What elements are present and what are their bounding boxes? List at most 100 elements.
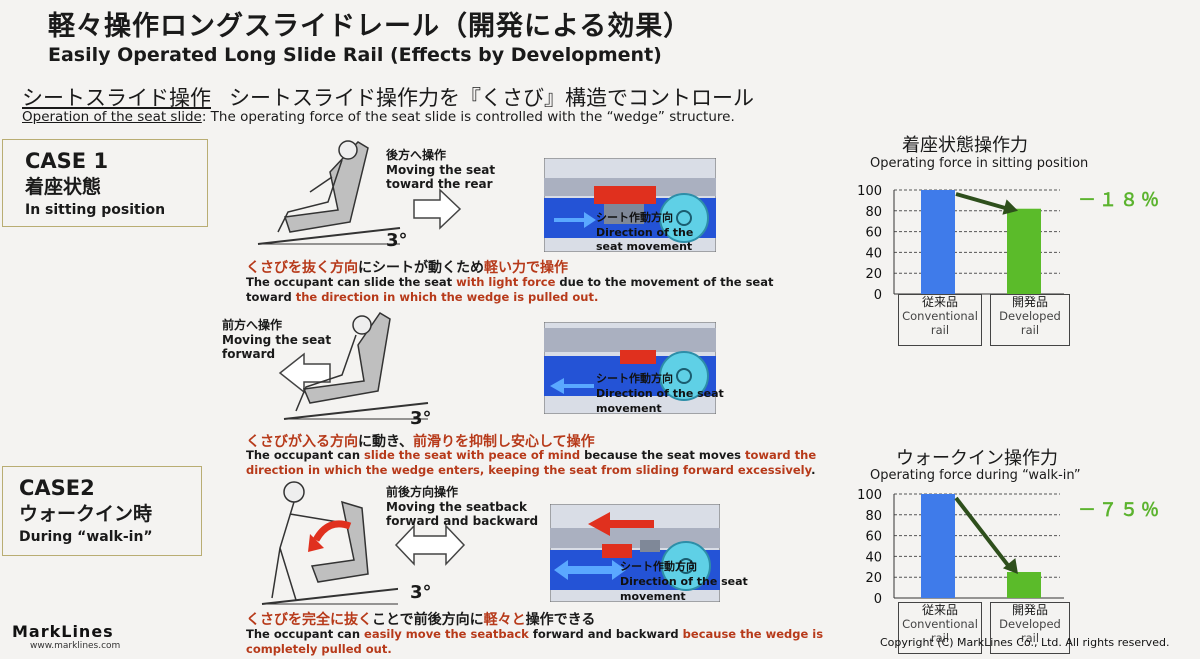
chart2-bar-0 — [921, 494, 955, 598]
rail-diagram-walkin — [550, 504, 720, 602]
case1-jp: 着座状態 — [25, 176, 102, 198]
walkin-move-en-2: forward and backward — [386, 514, 539, 528]
case2-box: CASE2 ウォークイン時 During “walk-in” — [2, 466, 202, 556]
seat-illustration-rear — [257, 140, 401, 245]
rear-move-en-1: Moving the seat — [386, 163, 496, 177]
walkin-desc1-c: forward and backward — [528, 627, 683, 641]
forward-desc1-c: because the seat moves — [580, 448, 745, 462]
walkin-desc1-a: The occupant can — [246, 627, 365, 641]
page-title-en: Easily Operated Long Slide Rail (Effects… — [48, 44, 662, 66]
subtitle-jp: シートスライド操作シートスライド操作力を『くさび』構造でコントロール — [22, 82, 754, 112]
chart1-bar-1 — [1007, 208, 1041, 294]
subtitle-en: Operation of the seat slide: The operati… — [22, 109, 735, 125]
chart2-category-0: 従来品 Conventional rail — [898, 602, 982, 654]
chart1-title: 着座状態操作力 — [902, 135, 1028, 156]
walkin-hl-d: 操作できる — [525, 612, 596, 628]
case2-jp: ウォークイン時 — [19, 503, 153, 525]
rear-desc1-b: with light force — [456, 275, 556, 289]
rear-rail-en-2: seat movement — [596, 240, 693, 253]
chart2-title: ウォークイン操作力 — [896, 448, 1058, 469]
chart2-subtitle: Operating force during “walk-in” — [870, 468, 1081, 483]
walkin-hl-c: 軽々と — [483, 612, 526, 628]
rear-move-en-2: toward the rear — [386, 177, 493, 191]
rear-desc-2: toward the direction in which the wedge … — [246, 290, 598, 305]
rail-diagram-rear — [544, 158, 716, 252]
chart2-ytick: 20 — [865, 571, 882, 586]
chart2-cat1-en: Developed rail — [999, 617, 1061, 645]
walkin-desc2-a: completely pulled out. — [246, 642, 392, 656]
chart1-ytick: 80 — [865, 205, 882, 220]
forward-highlight-jp: くさびが入る方向に動き、前滑りを抑制し安心して操作 — [246, 431, 595, 451]
chart1-ytick: 100 — [857, 184, 882, 199]
arrow-left-icon — [278, 352, 331, 394]
rear-rail-jp: シート作動方向 — [596, 211, 673, 224]
rear-desc2-b: the direction in which the wedge is pull… — [295, 290, 599, 304]
rear-rail-en-1: Direction of the — [596, 226, 694, 239]
walkin-highlight-jp: くさびを完全に抜くことで前後方向に軽々と操作できる — [246, 609, 595, 629]
walkin-move-jp: 前後方向操作 — [386, 485, 459, 499]
forward-rail-en-2: movement — [596, 402, 662, 415]
walkin-rail-en-2: movement — [620, 590, 686, 603]
walkin-desc1-d: because the wedge is — [682, 627, 824, 641]
chart2-cat1-jp: 開発品 — [1011, 603, 1048, 617]
seat-illustration-forward — [283, 311, 429, 420]
chart2-ytick: 0 — [874, 592, 882, 607]
chart2-ytick: 40 — [865, 550, 882, 565]
chart2-category-1: 開発品 Developed rail — [990, 602, 1070, 654]
forward-desc1-b: slide the seat with peace of mind — [364, 448, 581, 462]
case1-en: In sitting position — [25, 202, 166, 218]
walkin-hl-b: ことで前後方向に — [372, 612, 484, 628]
chart1-cat0-jp: 従来品 — [921, 295, 958, 309]
walkin-move-en-1: Moving the seatback — [386, 500, 527, 514]
rear-desc2-a: toward — [246, 290, 296, 304]
chart1-bar-0 — [921, 190, 955, 294]
case1-rear-angle: 3° — [386, 230, 408, 251]
brand-logo: MarkLines — [12, 622, 114, 641]
chart2-trend-arrow — [954, 496, 1012, 570]
seat-illustration-walkin — [261, 481, 398, 605]
arrow-both-icon — [394, 524, 466, 566]
forward-hl-b: に動き、 — [358, 434, 414, 450]
arrow-right-icon — [413, 188, 462, 230]
chart1-trend-arrowhead — [1002, 199, 1018, 215]
chart1-plot: 0 20 40 60 80 100 — [857, 184, 1064, 303]
forward-move-jp: 前方へ操作 — [222, 318, 283, 332]
forward-desc2-b: . — [811, 463, 816, 477]
walkin-desc1-b: easily move the seatback — [364, 627, 529, 641]
subtitle-jp-underlined: シートスライド操作 — [22, 86, 211, 110]
walkin-hl-a: くさびを完全に抜く — [246, 612, 372, 628]
chart1-ytick: 60 — [865, 226, 882, 241]
chart2-cat0-jp: 従来品 — [921, 603, 958, 617]
walkin-desc-2: completely pulled out. — [246, 642, 392, 657]
chart1-category-0: 従来品 Conventional rail — [898, 294, 982, 346]
rear-highlight-jp: くさびを抜く方向にシートが動くため軽い力で操作 — [246, 257, 568, 277]
subtitle-jp-rest: シートスライド操作力を『くさび』構造でコントロール — [229, 86, 754, 110]
subtitle-en-rest: : The operating force of the seat slide … — [201, 109, 735, 125]
chart2-annotation: －７５％ — [1078, 500, 1162, 521]
forward-move-en-1: Moving the seat — [222, 333, 332, 347]
chart1-cat1-en: Developed rail — [999, 309, 1061, 337]
walkin-rail-jp: シート作動方向 — [620, 560, 697, 573]
walkin-desc-1: The occupant can easily move the seatbac… — [246, 627, 823, 642]
chart2-trend-arrowhead — [1002, 558, 1018, 574]
page-title-jp: 軽々操作ロングスライドレール（開発による効果） — [48, 11, 692, 42]
rear-move-jp: 後方へ操作 — [386, 148, 447, 162]
forward-hl-c: 前滑りを抑制し安心して操作 — [413, 434, 595, 450]
brand-url: www.marklines.com — [30, 641, 121, 651]
rear-hl-c: 軽い力で — [484, 260, 540, 276]
rail-diagram-forward — [544, 322, 716, 414]
case2-en: During “walk-in” — [19, 529, 153, 545]
chart1-category-1: 開発品 Developed rail — [990, 294, 1070, 346]
case2-title: CASE2 — [19, 476, 95, 500]
copyright: Copyright (C) MarkLines Co., Ltd. All ri… — [880, 636, 1170, 649]
chart1-ytick: 0 — [874, 288, 882, 303]
chart1-ytick: 40 — [865, 246, 882, 261]
chart2-bar-1 — [1007, 572, 1041, 598]
forward-desc-2: direction in which the wedge enters, kee… — [246, 463, 815, 478]
forward-hl-a: くさびが入る方向 — [246, 434, 358, 450]
case1-box: CASE 1 着座状態 In sitting position — [2, 139, 208, 227]
rear-desc1-a: The occupant can slide the seat — [246, 275, 457, 289]
chart1-ytick: 20 — [865, 267, 882, 282]
chart2-ytick: 80 — [865, 509, 882, 524]
